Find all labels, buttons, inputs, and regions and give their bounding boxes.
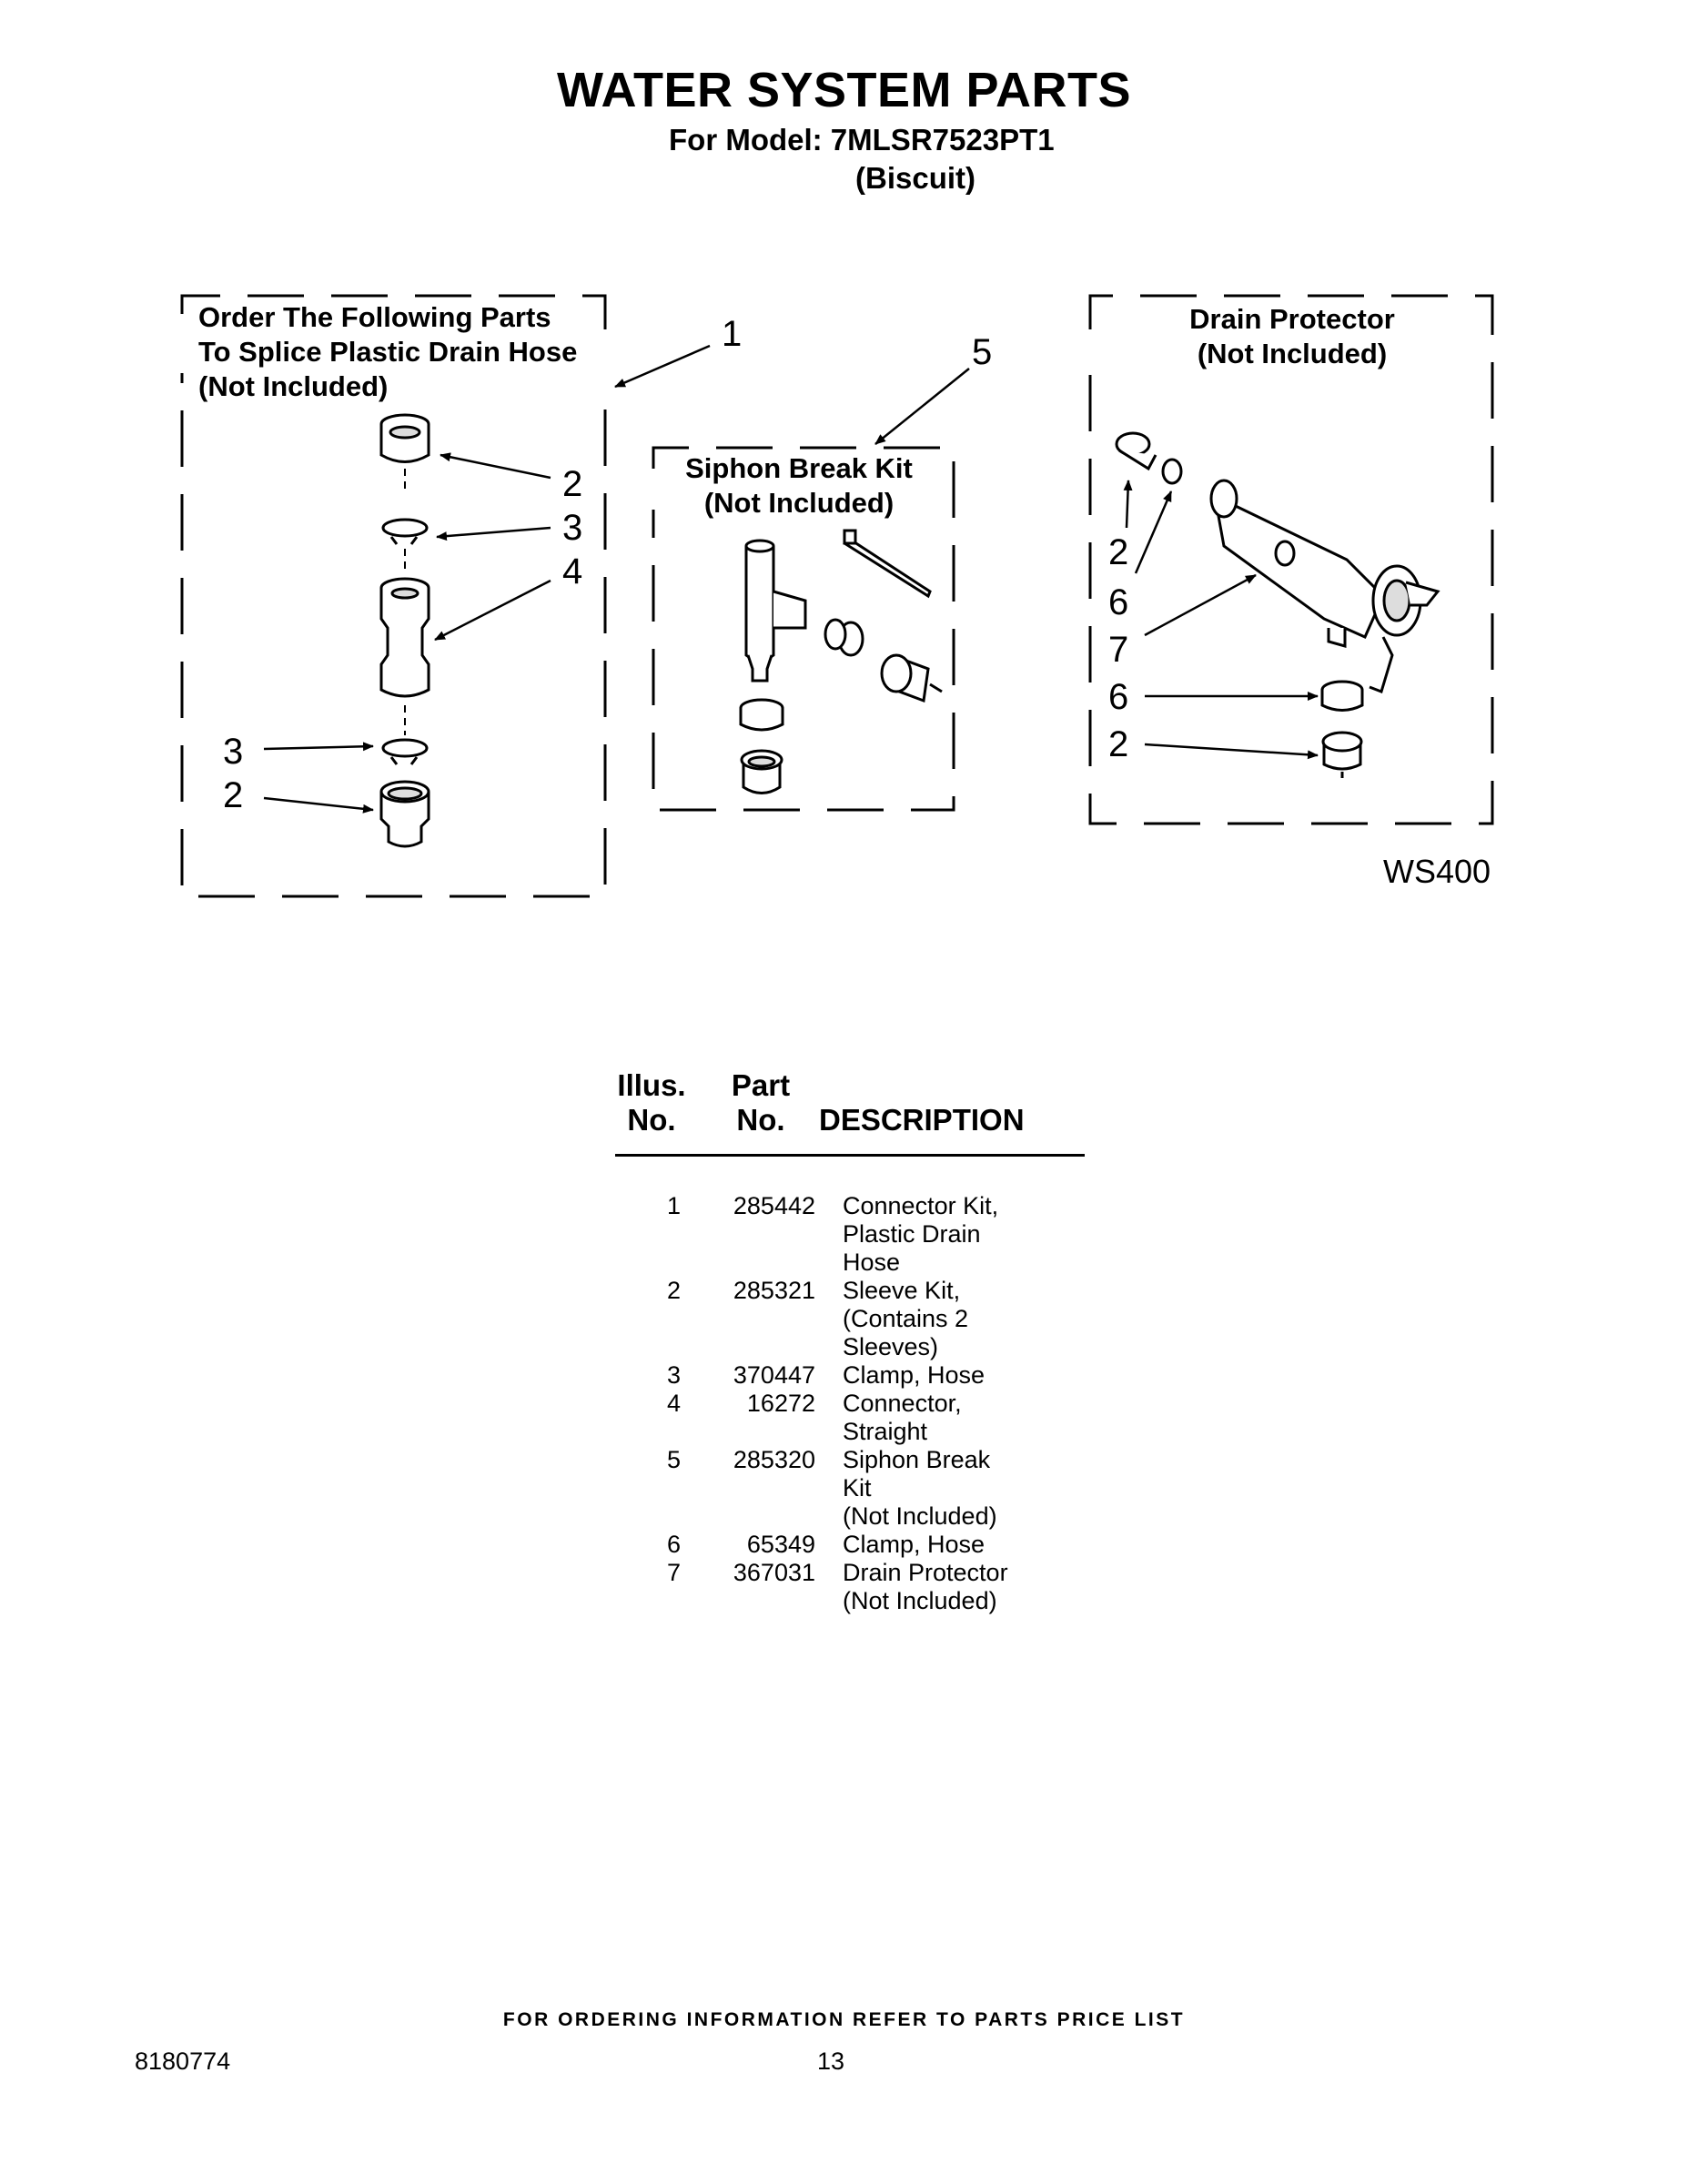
callout-5: 5 <box>972 332 993 372</box>
illus-number: 5 <box>666 1446 681 1473</box>
header-description: DESCRIPTION <box>819 1103 1025 1137</box>
drain-sleeve-icon <box>1115 431 1157 471</box>
part-description: Siphon Break Kit (Not Included) <box>843 1446 997 1530</box>
page-number: 13 <box>817 2048 845 2075</box>
table-row: 6 65349 Clamp, Hose <box>615 1531 1025 1559</box>
siphon-sleeve-side-icon <box>880 653 943 703</box>
splice-label-line1: Order The Following Parts <box>198 301 551 333</box>
illus-number: 7 <box>666 1559 681 1586</box>
siphon-label-line1: Siphon Break Kit <box>685 452 913 484</box>
header-part-no: Part No. <box>715 1068 806 1138</box>
part-number: 367031 <box>733 1559 815 1586</box>
sleeve-bottom-icon <box>379 780 430 848</box>
callout-right-2-bottom: 2 <box>1108 724 1129 764</box>
diagram-code: WS400 <box>1383 853 1491 890</box>
drain-label-line2: (Not Included) <box>1197 338 1388 369</box>
siphon-box-border <box>652 446 955 812</box>
part-number: 65349 <box>746 1531 815 1558</box>
drain-protector-icon <box>1209 479 1440 693</box>
header-illus-bottom: No. <box>627 1103 676 1137</box>
splice-box-border <box>180 294 607 898</box>
drain-label-line1: Drain Protector <box>1189 303 1395 335</box>
parts-diagram <box>180 294 1494 898</box>
illus-number: 6 <box>666 1531 681 1558</box>
table-row: 2 285321 Sleeve Kit, (Contains 2 Sleeves) <box>615 1277 1025 1361</box>
part-description: Clamp, Hose <box>843 1361 986 1389</box>
callout-left-3-top: 3 <box>562 508 583 548</box>
callout-right-7: 7 <box>1108 630 1129 670</box>
part-number: 285442 <box>733 1192 815 1219</box>
clamp-top-icon <box>381 518 429 545</box>
siphon-clamp-icon <box>739 698 784 732</box>
table-row: 3 370447 Clamp, Hose <box>615 1361 1025 1390</box>
part-number: 16272 <box>746 1390 815 1417</box>
table-row: 1 285442 Connector Kit, Plastic Drain Hose <box>615 1192 1025 1277</box>
callout-leaders <box>263 344 1319 814</box>
callout-right-2-top: 2 <box>1108 532 1129 572</box>
illus-number: 4 <box>666 1390 681 1417</box>
header-illus-no: Illus. No. <box>615 1068 688 1138</box>
siphon-clamp-side-icon <box>824 618 864 657</box>
callout-left-2-top: 2 <box>562 464 583 504</box>
color-line: (Biscuit) <box>855 161 975 195</box>
callout-1: 1 <box>722 314 743 354</box>
part-description: Connector, Straight <box>843 1390 962 1445</box>
model-line: For Model: 7MLSR7523PT1 <box>669 123 1055 157</box>
callout-left-4: 4 <box>562 551 583 592</box>
part-description: Clamp, Hose <box>843 1531 986 1558</box>
drain-box-label: Drain Protector (Not Included) <box>1165 302 1420 371</box>
parts-table-body: 1 285442 Connector Kit, Plastic Drain Hose… <box>615 1192 1025 1615</box>
header-part-top: Part <box>731 1068 791 1102</box>
header-illus-top: Illus. <box>617 1068 686 1102</box>
drain-clamp-icon <box>1161 458 1183 485</box>
splice-box-label: Order The Following Parts To Splice Plas… <box>198 300 577 404</box>
header-part-bottom: No. <box>736 1103 785 1137</box>
illus-number: 3 <box>666 1361 681 1389</box>
part-description: Drain Protector (Not Included) <box>843 1559 1008 1614</box>
header-rule <box>615 1154 1085 1157</box>
drain-clamp-bottom-icon <box>1320 680 1364 712</box>
drain-box-border <box>1088 294 1494 825</box>
callout-right-6-top: 6 <box>1108 582 1129 622</box>
straight-connector-icon <box>379 577 430 698</box>
table-row: 5 285320 Siphon Break Kit (Not Included) <box>615 1446 1025 1531</box>
callout-right-6-bottom: 6 <box>1108 677 1129 717</box>
clamp-bottom-icon <box>381 738 429 765</box>
callout-left-2-bottom: 2 <box>223 775 244 815</box>
document-number: 8180774 <box>135 2048 231 2075</box>
siphon-tee-icon <box>744 539 807 682</box>
illus-number: 2 <box>666 1277 681 1304</box>
part-number: 285320 <box>733 1446 815 1473</box>
splice-label-line3: (Not Included) <box>198 370 389 402</box>
illus-number: 1 <box>666 1192 681 1219</box>
part-number: 285321 <box>733 1277 815 1304</box>
siphon-sleeve-icon <box>740 749 783 794</box>
table-row: 4 16272 Connector, Straight <box>615 1390 1025 1446</box>
splice-label-line2: To Splice Plastic Drain Hose <box>198 336 578 368</box>
part-description: Sleeve Kit, (Contains 2 Sleeves) <box>843 1277 969 1360</box>
drain-sleeve-bottom-icon <box>1321 731 1363 778</box>
part-description: Connector Kit, Plastic Drain Hose <box>843 1192 999 1276</box>
page-title: WATER SYSTEM PARTS <box>556 63 1132 117</box>
table-row: 7 367031 Drain Protector (Not Included) <box>615 1559 1025 1615</box>
ordering-note: FOR ORDERING INFORMATION REFER TO PARTS … <box>502 2009 1186 2030</box>
sleeve-top-icon <box>379 413 430 463</box>
siphon-box-label: Siphon Break Kit (Not Included) <box>681 451 917 521</box>
siphon-label-line2: (Not Included) <box>703 487 895 519</box>
callout-left-3-bottom: 3 <box>223 732 244 772</box>
tie-strap-icon <box>843 529 932 599</box>
parts-table: 1 285442 Connector Kit, Plastic Drain Hose… <box>615 1192 1025 1615</box>
part-number: 370447 <box>733 1361 815 1389</box>
